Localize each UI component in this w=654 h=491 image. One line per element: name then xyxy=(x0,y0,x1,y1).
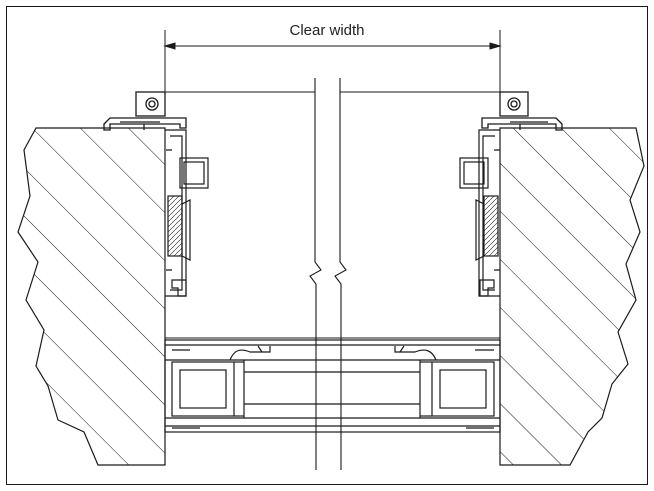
outer-frame xyxy=(6,6,648,485)
right-wall xyxy=(499,127,645,466)
right-bracket xyxy=(481,91,563,131)
clear-width-label: Clear width xyxy=(289,22,365,39)
opening-lines xyxy=(164,91,501,340)
break-lines xyxy=(309,78,347,470)
left-guide-rail xyxy=(165,129,209,297)
right-guide-rail xyxy=(459,129,500,297)
left-bracket xyxy=(103,91,187,131)
left-wall xyxy=(17,127,166,466)
sill-profile xyxy=(164,339,501,433)
clear-width-dimension xyxy=(163,30,502,92)
